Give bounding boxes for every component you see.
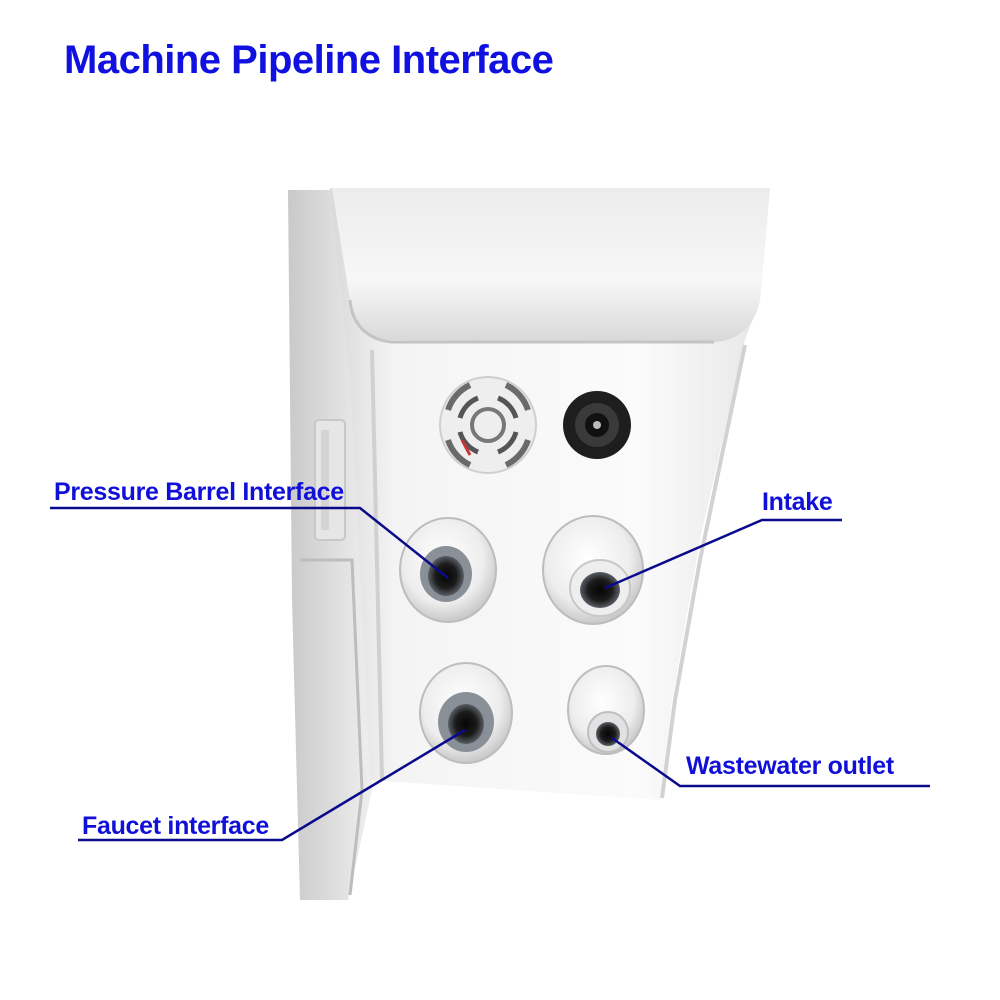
intake-fitting bbox=[542, 515, 644, 625]
leader-lines bbox=[50, 506, 930, 842]
wastewater-fitting bbox=[567, 665, 645, 755]
wastewater-leader bbox=[611, 736, 930, 788]
faucet-leader bbox=[78, 728, 466, 842]
intake-label: Intake bbox=[762, 488, 833, 516]
intake-leader bbox=[604, 518, 842, 590]
pressure-barrel-leader bbox=[50, 506, 449, 579]
power-jack bbox=[563, 391, 631, 459]
speaker-grille bbox=[439, 376, 537, 474]
pressure-barrel-label: Pressure Barrel Interface bbox=[54, 478, 344, 506]
wastewater-label: Wastewater outlet bbox=[686, 752, 894, 780]
page-title: Machine Pipeline Interface bbox=[64, 38, 554, 82]
housing-top-section bbox=[332, 188, 770, 342]
faucet-label: Faucet interface bbox=[82, 812, 269, 840]
pressure-barrel-fitting bbox=[399, 517, 497, 623]
